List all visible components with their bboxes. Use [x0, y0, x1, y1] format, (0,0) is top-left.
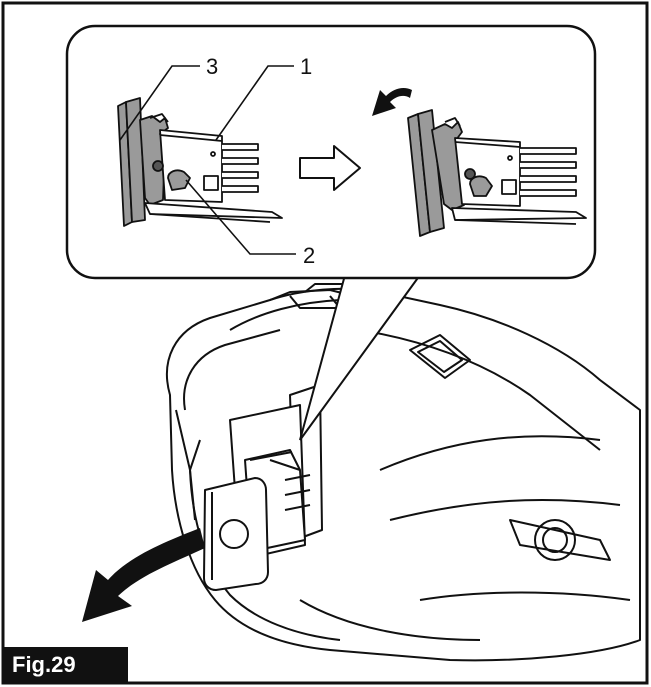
callout-2: 2 — [303, 243, 315, 268]
direction-arrow — [299, 145, 361, 191]
latch-before — [117, 97, 283, 227]
latch-after — [407, 109, 587, 237]
inset-pointer — [299, 274, 421, 441]
pull-arrow — [82, 528, 205, 622]
figure-label: Fig.29 — [2, 647, 128, 683]
tilt-arrow — [372, 88, 412, 116]
callout-3: 3 — [206, 54, 218, 79]
callout-1: 1 — [300, 54, 312, 79]
callout-leaders — [119, 65, 296, 255]
tool-body — [165, 283, 641, 662]
connector-block — [203, 384, 323, 591]
